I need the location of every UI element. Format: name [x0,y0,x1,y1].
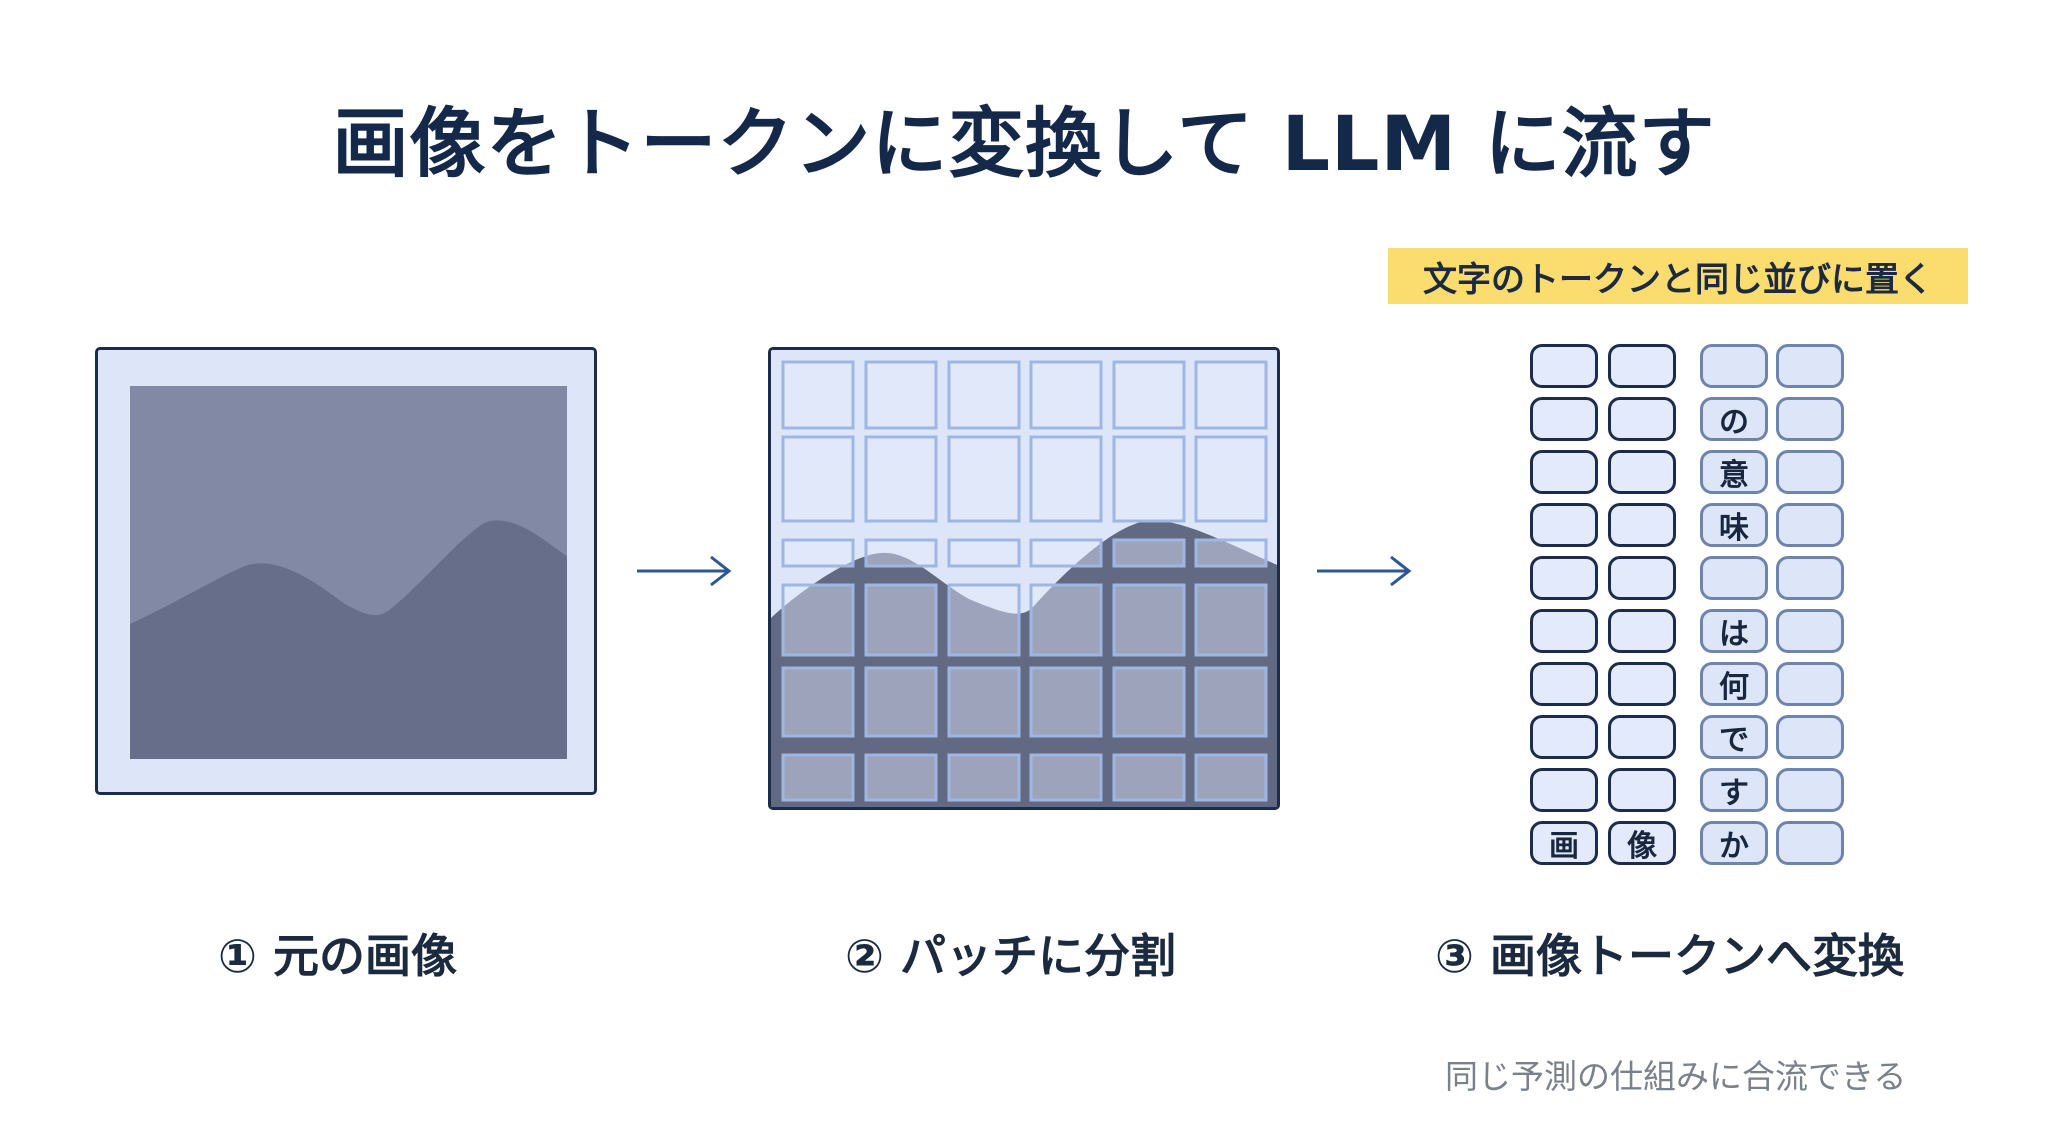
image-token [1608,503,1676,547]
patch-cell [947,753,1021,802]
patch-cell [947,360,1021,430]
image-token [1608,768,1676,812]
patch-cell [1029,360,1103,430]
text-token [1776,768,1844,812]
image-token: 画 [1530,821,1598,865]
patch-cell [1029,435,1103,523]
patch-cell [1112,583,1186,657]
text-token: か [1700,821,1768,865]
text-token: 意 [1700,450,1768,494]
text-token [1776,662,1844,706]
image-token [1608,450,1676,494]
patch-cell [1112,538,1186,568]
patch-cell [1194,360,1268,430]
image-token [1530,503,1598,547]
patch-grid [771,350,1277,807]
text-token [1700,556,1768,600]
text-token: は [1700,609,1768,653]
text-token [1776,821,1844,865]
patch-cell [781,666,855,738]
image-token [1608,662,1676,706]
patch-cell [1194,583,1268,657]
original-image-panel [95,347,597,795]
image-token [1530,768,1598,812]
image-token [1608,556,1676,600]
text-token [1776,397,1844,441]
patch-cell [781,360,855,430]
image-token [1530,662,1598,706]
image-token [1530,450,1598,494]
landscape-image [130,386,567,759]
text-token [1776,503,1844,547]
patch-cell [864,753,938,802]
patch-cell [947,583,1021,657]
image-token: 像 [1608,821,1676,865]
right-arrow-icon [637,555,732,587]
text-token: す [1700,768,1768,812]
patch-cell [1029,666,1103,738]
patch-cell [1029,753,1103,802]
page-title: 画像をトークンに変換して LLM に流す [332,99,1716,188]
text-token: で [1700,715,1768,759]
step-label-original: ① 元の画像 [218,929,457,983]
patch-cell [781,538,855,568]
patch-cell [1194,538,1268,568]
patch-cell [781,583,855,657]
image-token [1608,397,1676,441]
text-token [1776,450,1844,494]
patch-cell [1112,435,1186,523]
text-token [1776,609,1844,653]
patch-cell [1112,753,1186,802]
patch-cell [947,666,1021,738]
text-token [1776,344,1844,388]
image-token [1530,397,1598,441]
patch-cell [1194,753,1268,802]
patch-cell [864,583,938,657]
patch-cell [864,360,938,430]
text-token [1776,715,1844,759]
right-arrow-icon [1317,555,1412,587]
image-token [1608,715,1676,759]
patch-cell [864,538,938,568]
image-token [1608,609,1676,653]
text-token: 何 [1700,662,1768,706]
image-token [1530,344,1598,388]
text-token [1776,556,1844,600]
patch-cell [1112,360,1186,430]
patch-cell [864,666,938,738]
patch-cell [781,753,855,802]
patch-cell [1194,666,1268,738]
text-token: 味 [1700,503,1768,547]
patch-cell [947,538,1021,568]
patched-image-panel [768,347,1280,810]
step-label-tokens: ③ 画像トークンへ変換 [1435,929,1904,983]
patch-cell [864,435,938,523]
highlight-banner: 文字のトークンと同じ並びに置く [1388,248,1968,304]
image-token [1608,344,1676,388]
image-token [1530,556,1598,600]
step-label-patches: ② パッチに分割 [845,929,1176,983]
text-token [1700,344,1768,388]
image-token [1530,715,1598,759]
text-token: の [1700,397,1768,441]
image-token [1530,609,1598,653]
patch-cell [1029,583,1103,657]
patch-cell [1194,435,1268,523]
patch-cell [1112,666,1186,738]
patch-cell [781,435,855,523]
footnote: 同じ予測の仕組みに合流できる [1445,1057,1907,1096]
patch-cell [947,435,1021,523]
patch-cell [1029,538,1103,568]
